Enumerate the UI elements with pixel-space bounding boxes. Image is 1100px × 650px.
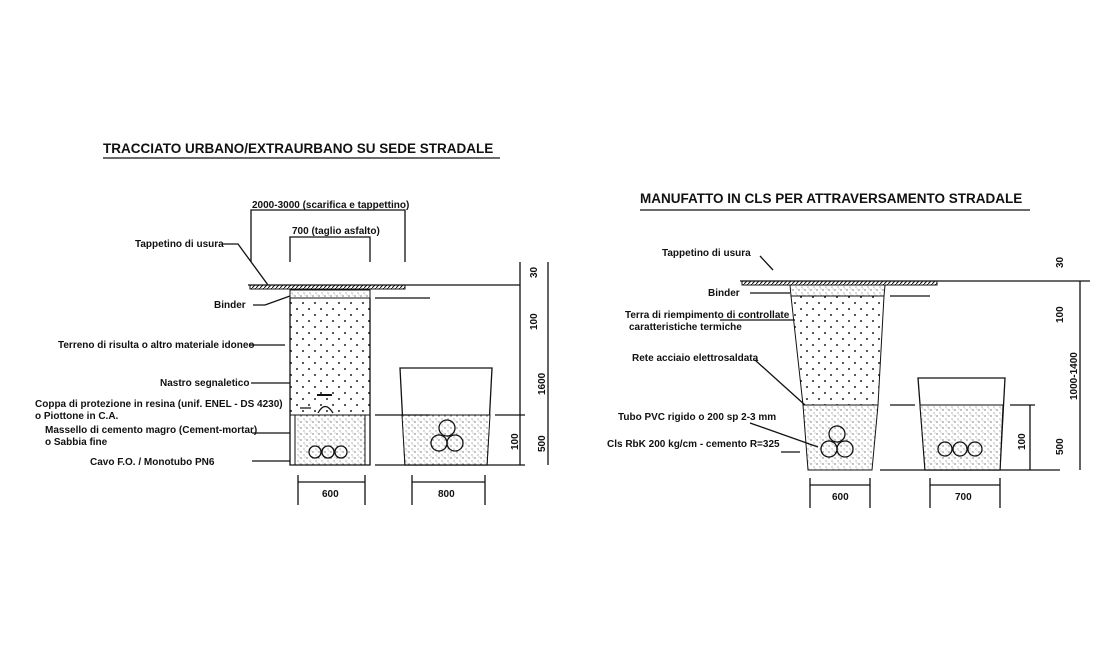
- vertical-dim-lines: [519, 262, 549, 465]
- dim-v: 500: [1055, 438, 1066, 455]
- right-title: MANUFATTO IN CLS PER ATTRAVERSAMENTO STR…: [640, 191, 1022, 206]
- wear-layer: [249, 284, 406, 290]
- dim-v: 100: [529, 313, 540, 330]
- left-section: TRACCIATO URBANO/EXTRAURBANO SU SEDE STR…: [35, 141, 549, 505]
- bottom-dims: [297, 475, 486, 505]
- label: Tappetino di usura: [135, 239, 224, 250]
- label: Terreno di risulta o altro materiale ido…: [58, 340, 255, 351]
- bottom-dims: [809, 478, 1001, 508]
- backfill: [790, 295, 885, 406]
- pvc-pipes: [820, 425, 854, 458]
- dim-v: 500: [537, 435, 548, 452]
- label: Binder: [214, 300, 246, 311]
- leaders: [222, 243, 311, 462]
- dim-v: 30: [1055, 256, 1066, 268]
- dim-v: 1600: [537, 372, 548, 395]
- label: Rete acciaio elettrosaldata: [632, 353, 759, 364]
- label: Terra di riempimento di controllate: [625, 310, 790, 321]
- dim-v: 30: [529, 266, 540, 278]
- dim-v: 1000-1400: [1069, 352, 1080, 400]
- level-lines: [375, 297, 525, 466]
- dim-bottom: 700: [955, 492, 972, 503]
- label: Tappetino di usura: [662, 248, 751, 259]
- binder-layer: [289, 289, 371, 299]
- pipe-bundle: [430, 419, 464, 452]
- binder-layer: [789, 284, 886, 297]
- dim-outer: 2000-3000 (scarifica e tappettino): [252, 200, 409, 211]
- dim-bottom: 600: [322, 489, 339, 500]
- dim-v: 100: [1017, 433, 1028, 450]
- label: Cavo F.O. / Monotubo PN6: [90, 457, 215, 468]
- cables: [308, 445, 348, 459]
- label: o Sabbia fine: [45, 437, 108, 448]
- leaders: [720, 255, 819, 453]
- wear-layer: [741, 280, 938, 286]
- top-dimensions: [250, 209, 406, 262]
- dim-bottom: 600: [832, 492, 849, 503]
- label: Cls RbK 200 kg/cm - cemento R=325: [607, 439, 780, 450]
- left-title: TRACCIATO URBANO/EXTRAURBANO SU SEDE STR…: [103, 141, 493, 156]
- dim-v: 100: [1055, 306, 1066, 323]
- label: Tubo PVC rigido o 200 sp 2-3 mm: [618, 412, 776, 423]
- mortar-bed: [294, 414, 366, 466]
- second-trench-bed: [919, 404, 1004, 471]
- right-section: MANUFATTO IN CLS PER ATTRAVERSAMENTO STR…: [607, 191, 1090, 508]
- label: caratteristiche termiche: [629, 322, 742, 333]
- label: o Piottone in C.A.: [35, 411, 119, 422]
- trench-walls: [289, 298, 371, 466]
- label: Nastro segnaletico: [160, 378, 249, 389]
- label: Binder: [708, 288, 740, 299]
- backfill: [289, 297, 371, 416]
- label: Coppa di protezione in resina (unif. ENE…: [35, 399, 283, 410]
- label: Massello di cemento magro (Cement-mortar…: [45, 425, 257, 436]
- concrete-block: [802, 404, 879, 471]
- protection-cup: [317, 405, 334, 414]
- dim-v: 100: [510, 433, 521, 450]
- dim-inner: 700 (taglio asfalto): [292, 226, 380, 237]
- pipes-row: [937, 441, 983, 457]
- dim-bottom: 800: [438, 489, 455, 500]
- dim-lines: [880, 281, 1081, 471]
